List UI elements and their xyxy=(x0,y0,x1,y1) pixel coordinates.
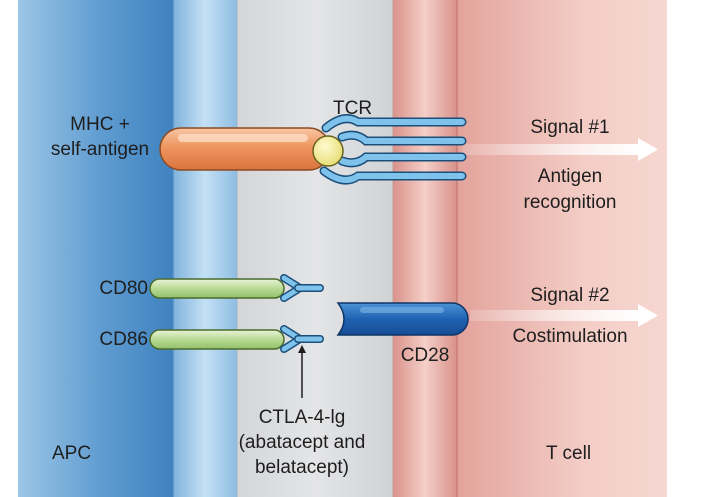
mhc-molecule xyxy=(159,127,331,171)
signal-2-arrow xyxy=(470,304,658,327)
ctla4-ig-label-line1: CTLA-4-lg xyxy=(258,407,346,428)
cd28-receptor xyxy=(336,302,469,336)
cd86-label: CD86 xyxy=(99,329,148,350)
mhc-label-line2: self-antigen xyxy=(50,139,150,160)
apc-membrane xyxy=(173,0,237,497)
ctla4-ig-label-line2: (abatacept and xyxy=(238,432,366,453)
costimulation-label: Costimulation xyxy=(512,326,628,347)
antigen-recognition-line1: Antigen xyxy=(537,166,603,187)
cd80-molecule xyxy=(149,278,285,299)
apc-label: APC xyxy=(52,443,92,464)
cd86-molecule xyxy=(149,329,285,350)
tcell-membrane xyxy=(393,0,457,497)
signal-1-arrow xyxy=(462,138,658,161)
cd80-label: CD80 xyxy=(99,278,148,299)
ctla4-ig-label-line3: belatacept) xyxy=(254,457,349,478)
ctla4-ig-upper xyxy=(280,274,324,302)
signal-2-label: Signal #2 xyxy=(530,285,610,306)
tcr-label: TCR xyxy=(333,98,373,119)
self-antigen xyxy=(312,135,344,167)
antigen-recognition-line2: recognition xyxy=(523,192,617,213)
ctla4-ig-lower xyxy=(280,325,324,353)
cd28-label: CD28 xyxy=(400,345,450,366)
mhc-label-line1: MHC + xyxy=(70,114,130,135)
ctla4-pointer xyxy=(298,345,306,398)
apc-cytoplasm xyxy=(18,0,173,497)
signal-1-label: Signal #1 xyxy=(530,117,610,138)
synaptic-cleft xyxy=(237,0,393,497)
tcell-cytoplasm xyxy=(457,0,667,497)
tcell-label: T cell xyxy=(546,443,592,464)
tcr-receptor xyxy=(319,114,467,185)
